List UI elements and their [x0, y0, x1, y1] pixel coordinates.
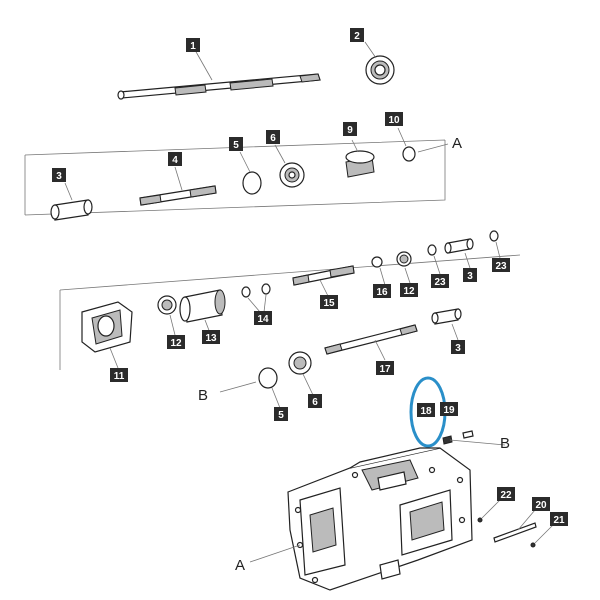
- svg-text:17: 17: [379, 364, 391, 375]
- callout-5-lower: 5: [274, 407, 288, 421]
- callout-6-upper: 6: [266, 130, 280, 144]
- part-19-screw: [462, 430, 474, 439]
- part-6-bearing-lower: [288, 351, 312, 375]
- part-23-ring-a: [427, 244, 437, 256]
- svg-text:9: 9: [347, 125, 353, 136]
- callout-14: 14: [254, 311, 272, 325]
- svg-text:21: 21: [553, 515, 565, 526]
- reference-letter-a-bottom: A: [235, 557, 245, 574]
- part-9-gear: [345, 150, 375, 178]
- callout-3-lower: 3: [451, 340, 465, 354]
- svg-text:5: 5: [233, 140, 239, 151]
- callout-6-lower: 6: [308, 394, 322, 408]
- svg-text:18: 18: [420, 406, 432, 417]
- svg-text:3: 3: [455, 343, 461, 354]
- callout-20: 20: [532, 497, 550, 511]
- callout-3-middle: 3: [463, 268, 477, 282]
- part-4-shaft: [139, 185, 217, 206]
- callout-2: 2: [350, 28, 364, 42]
- svg-text:3: 3: [467, 271, 473, 282]
- reference-letter-b-right: B: [500, 435, 510, 452]
- svg-text:12: 12: [170, 338, 182, 349]
- reference-letter-b-left: B: [198, 387, 208, 404]
- callout-13: 13: [202, 330, 220, 344]
- svg-text:22: 22: [500, 490, 512, 501]
- svg-text:11: 11: [114, 371, 125, 382]
- part-12-bearing-upper-right: [396, 251, 412, 267]
- part-17-output-shaft: [324, 324, 418, 355]
- svg-text:1: 1: [190, 41, 196, 52]
- callout-15: 15: [320, 295, 338, 309]
- part-6-bearing-upper: [279, 162, 305, 188]
- callout-1: 1: [186, 38, 200, 52]
- part-22-pin: [477, 517, 483, 523]
- callout-9: 9: [343, 122, 357, 136]
- part-1-main-shaft: [117, 73, 321, 100]
- part-5-snap-ring-lower: [258, 367, 278, 389]
- callout-5-upper: 5: [229, 137, 243, 151]
- part-18-plug: [442, 435, 453, 445]
- gearbox-housing: [287, 447, 473, 591]
- svg-text:2: 2: [354, 31, 360, 42]
- part-10-washer: [402, 146, 416, 162]
- svg-text:12: 12: [403, 286, 415, 297]
- part-23-ring-b: [489, 230, 499, 242]
- svg-text:16: 16: [376, 287, 388, 298]
- svg-text:19: 19: [443, 405, 455, 416]
- svg-text:3: 3: [56, 171, 62, 182]
- callout-4: 4: [168, 152, 182, 166]
- callout-21: 21: [550, 512, 568, 526]
- svg-text:23: 23: [495, 261, 507, 272]
- svg-text:15: 15: [323, 298, 335, 309]
- callout-18: 18: [417, 403, 435, 417]
- part-3-sleeve-upper: [50, 199, 93, 221]
- callout-19: 19: [440, 402, 458, 416]
- callout-10: 10: [385, 112, 403, 126]
- svg-text:10: 10: [388, 115, 400, 126]
- part-2-bearing: [365, 55, 395, 85]
- callout-22: 22: [497, 487, 515, 501]
- callout-16: 16: [373, 284, 391, 298]
- svg-text:14: 14: [257, 314, 269, 325]
- callout-23-b: 23: [492, 258, 510, 272]
- part-14-o-rings: [241, 283, 271, 298]
- callout-3-upper: 3: [52, 168, 66, 182]
- callout-17: 17: [376, 361, 394, 375]
- svg-text:13: 13: [205, 333, 217, 344]
- svg-text:23: 23: [434, 277, 446, 288]
- part-16-o-ring: [371, 256, 383, 268]
- svg-text:20: 20: [535, 500, 547, 511]
- svg-text:4: 4: [172, 155, 178, 166]
- callout-23-a: 23: [431, 274, 449, 288]
- part-21-pin: [530, 542, 536, 548]
- part-12-bearing-middle: [157, 295, 177, 315]
- part-5-snap-ring-upper: [242, 171, 262, 195]
- callout-11: 11: [110, 368, 128, 382]
- part-11-carrier-housing: [81, 301, 133, 353]
- part-3-sleeve-middle: [444, 238, 474, 254]
- part-20-rod: [493, 522, 537, 543]
- svg-text:6: 6: [312, 397, 318, 408]
- callout-12-middle: 12: [167, 335, 185, 349]
- reference-letter-a-top: A: [452, 135, 462, 152]
- part-15-shaft: [292, 265, 355, 286]
- part-3-sleeve-lower: [431, 308, 462, 325]
- callout-12-upper: 12: [400, 283, 418, 297]
- svg-text:5: 5: [278, 410, 284, 421]
- part-13-sleeve: [179, 289, 226, 323]
- group-outline-middle: [59, 254, 521, 370]
- svg-text:6: 6: [270, 133, 276, 144]
